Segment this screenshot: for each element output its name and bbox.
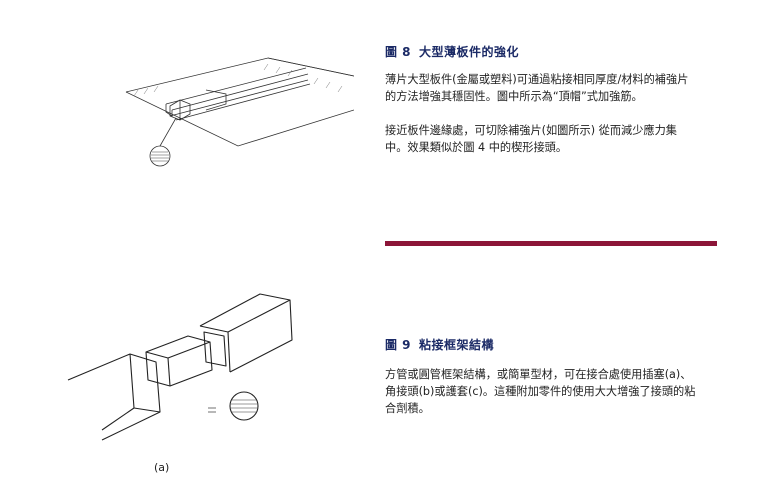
stiffener-side [165, 104, 173, 117]
figure-8-title: 大型薄板件的強化 [419, 45, 520, 59]
figure-9-caption: (a) [154, 461, 170, 474]
figure-9-number: 圖 9 [385, 338, 412, 352]
figure-8-number: 圖 8 [385, 45, 412, 59]
sheet-hatching [133, 63, 343, 97]
text-line: 中。效果類似於圖 4 中的楔形接頭。 [385, 141, 568, 154]
section-divider [385, 241, 717, 246]
figure-9-title: 粘接框架結構 [419, 338, 495, 352]
text-line: 方管或圓管框架結構，或簡單型材，可在接合處使用插塞(a)、 [385, 368, 692, 381]
stiffener-lower [169, 79, 309, 117]
section-8-paragraph-2: 接近板件邊緣處，可切除補強片(如圖所示) 從而減少應力集 中。效果類似於圖 4 … [385, 122, 720, 156]
figure-9-illustration [67, 293, 293, 441]
stiffener-lower-2 [175, 83, 311, 121]
detail-circle [229, 391, 259, 421]
sheet-top-edge [125, 57, 354, 93]
plug [145, 335, 213, 387]
text-line: 薄片大型板件(金屬或塑料)可通過粘接相同厚度/材料的補強片 [385, 73, 689, 86]
text-line: 接近板件邊緣處，可切除補強片(如圖所示) 從而減少應力集 [385, 124, 677, 137]
section-8-heading: 圖 8 大型薄板件的強化 [385, 43, 519, 60]
detail-hatch [151, 151, 169, 162]
section-8-paragraph-1: 薄片大型板件(金屬或塑料)可通過粘接相同厚度/材料的補強片 的方法增強其穩固性。… [385, 71, 720, 105]
left-tube [67, 353, 161, 441]
text-line: 的方法增強其穩固性。圖中所示為“頂帽”式加強筋。 [385, 90, 643, 103]
equals-mark [208, 407, 216, 413]
text-line: 角接頭(b)或護套(c)。這種附加零件的使用大大增強了接頭的粘 [385, 385, 696, 398]
stiffener-top-2 [171, 73, 309, 111]
detail-circle [149, 145, 171, 167]
figure-8-illustration [125, 57, 354, 167]
leader-line [159, 117, 177, 147]
stiffener-top [165, 67, 307, 105]
section-9-paragraph-1: 方管或圓管框架結構，或簡單型材，可在接合處使用插塞(a)、 角接頭(b)或護套(… [385, 366, 720, 417]
text-line: 合劑積。 [385, 402, 430, 415]
sheet-front-edge [125, 91, 354, 147]
detail-hatch [231, 399, 257, 413]
sheet-back-edge [267, 57, 354, 77]
section-9-heading: 圖 9 粘接框架結構 [385, 336, 494, 353]
